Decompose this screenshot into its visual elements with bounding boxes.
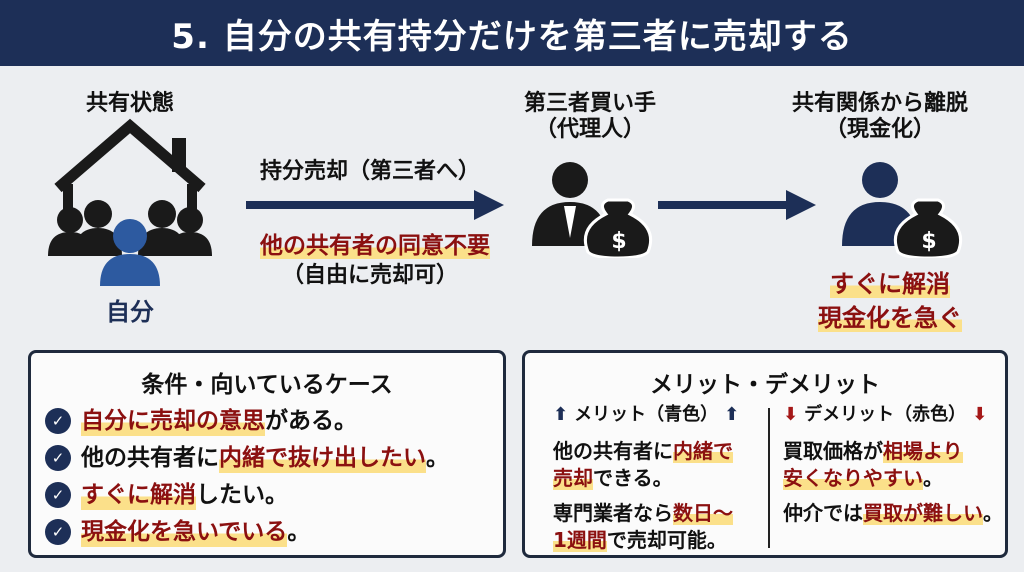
merit-highlight: 数日〜	[673, 501, 733, 525]
quick-resolve-note: すぐに解消	[830, 270, 950, 298]
merit-highlight: 内緒で	[673, 439, 733, 463]
merit-item: 他の共有者に内緒で売却できる。	[553, 438, 753, 492]
demerit-item: 仲介では買取が難しい。	[783, 500, 1008, 527]
svg-text:$: $	[611, 229, 626, 254]
merit-text: できる。	[593, 466, 673, 490]
conditions-panel: 条件・向いているケース ✓ 自分に売却の意思がある。 ✓ 他の共有者に内緒で抜け出し…	[28, 350, 506, 558]
cash-urgent-note: 現金化を急ぐ	[818, 304, 962, 332]
sale-arrow-label: 持分売却（第三者へ）	[259, 159, 480, 184]
arrow-down-icon: ⬇	[972, 404, 988, 425]
demerit-item: 買取価格が相場より安くなりやすい。	[783, 438, 1008, 492]
condition-item: ✓ すぐに解消したい。	[45, 480, 503, 510]
buyer-sublabel: （代理人）	[534, 117, 645, 142]
cashed-out-person-icon: $	[842, 162, 963, 258]
arrow-down-icon: ⬇	[783, 404, 799, 425]
merits-title: メリット・デメリット	[650, 372, 880, 398]
exit-label: 共有関係から離脱	[791, 91, 968, 116]
demerit-column: ⬇デメリット（赤色）⬇ 買取価格が相場より安くなりやすい。 仲介では買取が難しい…	[783, 401, 1008, 535]
demerit-text: 。	[923, 466, 943, 490]
arrow-up-icon: ⬆	[553, 404, 569, 425]
condition-text: したい。	[196, 482, 288, 508]
buyer-label: 第三者買い手	[523, 91, 656, 116]
owner-label: 共有状態	[85, 91, 174, 116]
demerit-text: 買取価格が	[783, 439, 883, 463]
conditions-title: 条件・向いているケース	[141, 372, 393, 398]
merit-text: 他の共有者に	[553, 439, 673, 463]
condition-item: ✓ 自分に売却の意思がある。	[45, 406, 503, 436]
sale-arrow-icon	[246, 190, 504, 220]
check-icon: ✓	[45, 519, 71, 545]
demerit-highlight: 買取が難しい	[863, 501, 983, 525]
condition-highlight: 内緒で抜け出したい	[219, 443, 426, 473]
check-icon: ✓	[45, 482, 71, 508]
condition-highlight: 自分に売却の意思	[81, 406, 265, 436]
column-divider	[768, 408, 770, 548]
merit-highlight: 1週間	[553, 528, 607, 552]
co-owned-house-icon	[48, 118, 212, 286]
buyer-with-money-icon: $	[532, 162, 653, 258]
condition-item: ✓ 他の共有者に内緒で抜け出したい。	[45, 443, 503, 473]
check-icon: ✓	[45, 445, 71, 471]
demerit-highlight: 安くなりやすい	[783, 466, 923, 490]
merit-column: ⬆メリット（青色）⬆ 他の共有者に内緒で売却できる。 専門業者なら数日〜1週間で…	[553, 401, 753, 562]
demerit-highlight: 相場より	[883, 439, 963, 463]
check-icon: ✓	[45, 408, 71, 434]
merit-header: メリット（青色）	[574, 404, 719, 425]
merit-highlight: 売却	[553, 466, 593, 490]
demerit-text: 。	[983, 501, 1003, 525]
exit-arrow-icon	[658, 190, 816, 220]
demerit-header: デメリット（赤色）	[804, 404, 967, 425]
exit-sublabel: （現金化）	[824, 117, 935, 142]
merit-text: で売却可能。	[606, 528, 727, 552]
free-sale-note: （自由に売却可）	[281, 263, 458, 288]
merit-text: 専門業者なら	[553, 501, 673, 525]
demerit-text: 仲介では	[783, 501, 863, 525]
condition-text: がある。	[265, 408, 357, 434]
self-label: 自分	[106, 298, 154, 326]
page-title: 5. 自分の共有持分だけを第三者に売却する	[0, 0, 1024, 66]
arrow-up-icon: ⬆	[724, 404, 740, 425]
condition-text: 他の共有者に	[81, 445, 219, 471]
condition-highlight: すぐに解消	[81, 480, 196, 510]
condition-item: ✓ 現金化を急いでいる。	[45, 517, 503, 547]
merit-item: 専門業者なら数日〜 1週間で売却可能。	[553, 500, 753, 554]
no-consent-note: 他の共有者の同意不要	[260, 233, 490, 259]
condition-text: 。	[287, 519, 311, 545]
condition-text: 。	[426, 445, 449, 471]
merits-panel: メリット・デメリット ⬆メリット（青色）⬆ 他の共有者に内緒で売却できる。 専門…	[522, 350, 1008, 558]
condition-highlight: 現金化を急いでいる	[81, 517, 288, 547]
svg-text:$: $	[921, 229, 936, 254]
